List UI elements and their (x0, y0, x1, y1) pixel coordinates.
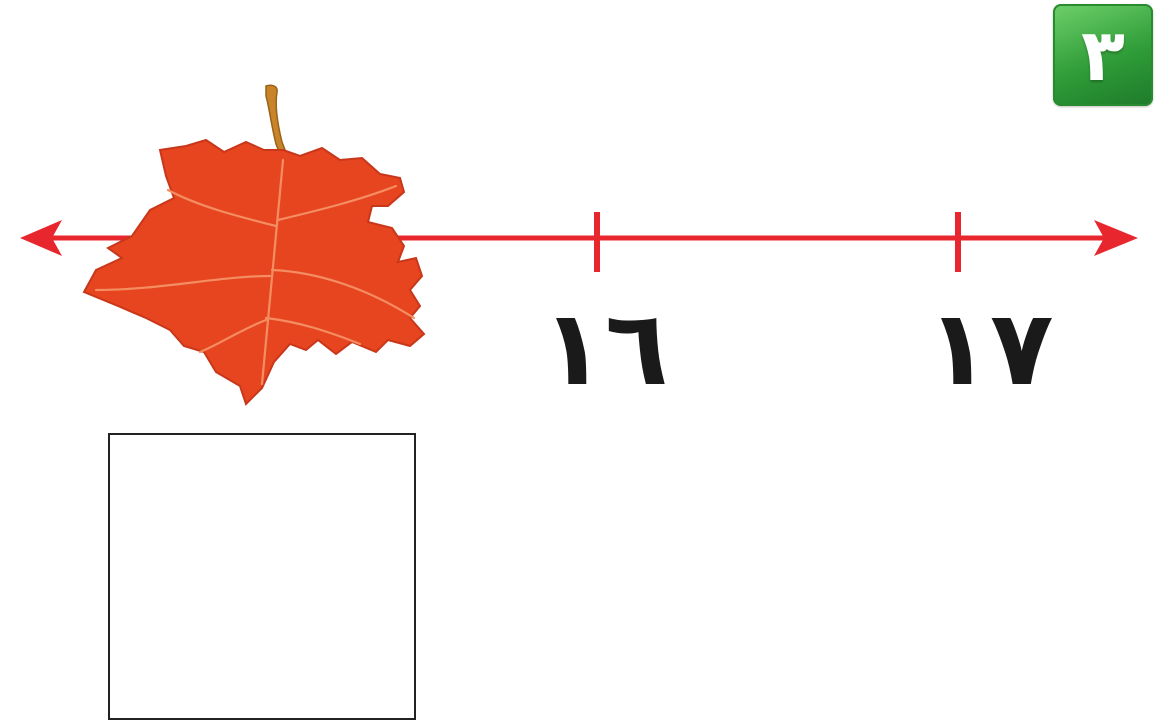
maple-leaf-icon (84, 85, 424, 404)
tick-label-16: ١٦ (495, 296, 715, 400)
leaf-blade (84, 140, 424, 404)
tick-label-17: ١٧ (880, 296, 1100, 400)
answer-box[interactable] (108, 433, 416, 720)
